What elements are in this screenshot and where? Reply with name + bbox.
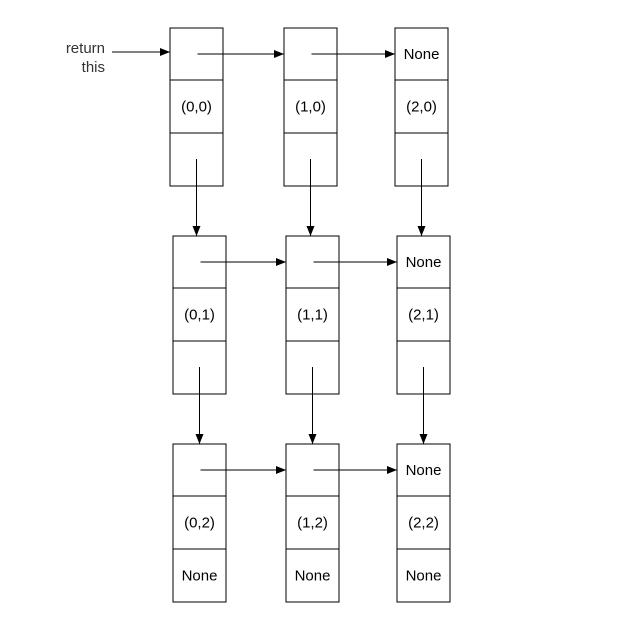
pointer-arrows (192, 50, 428, 474)
grid-node-2-2: None (2,2) None (396, 443, 451, 603)
coord-field-label: (0,0) (181, 99, 212, 116)
down-field-label: None (295, 568, 331, 585)
down-field-label: None (182, 568, 218, 585)
coord-field-box (394, 79, 449, 134)
coord-field-label: (0,2) (184, 515, 215, 532)
coord-field-label: (2,1) (408, 307, 439, 324)
grid-node-0-1: (0,1) (172, 235, 227, 395)
coord-field-box (396, 287, 451, 342)
coord-field-label: (2,0) (406, 99, 437, 116)
down-field-box (285, 548, 340, 603)
grid-node-2-0: None (2,0) (394, 27, 449, 187)
down-field-box (172, 548, 227, 603)
coord-field-label: (1,2) (297, 515, 328, 532)
grid-node-1-2: (1,2) None (285, 443, 340, 603)
grid-node-0-2: (0,2) None (172, 443, 227, 603)
down-field-box (396, 548, 451, 603)
coord-field-box (285, 495, 340, 550)
coord-field-box (169, 79, 224, 134)
next-field-label: None (404, 46, 440, 63)
coord-field-box (172, 495, 227, 550)
coord-field-label: (2,2) (408, 515, 439, 532)
coord-field-box (172, 287, 227, 342)
down-field-label: None (406, 568, 442, 585)
next-field-box (396, 235, 451, 289)
coord-field-box (285, 287, 340, 342)
return-label-line-1: return (66, 40, 105, 57)
return-this-label: return this (66, 40, 105, 76)
grid-node-2-1: None (2,1) (396, 235, 451, 395)
return-label-line-2: this (82, 59, 105, 76)
coord-field-box (396, 495, 451, 550)
coord-field-label: (0,1) (184, 307, 215, 324)
coord-field-label: (1,1) (297, 307, 328, 324)
grid-nodes: (0,0) (1,0) None (2,0) (0,1) (1,1) None (2,1) (0… (169, 27, 451, 603)
coord-field-label: (1,0) (295, 99, 326, 116)
coord-field-box (283, 79, 338, 134)
next-field-label: None (406, 254, 442, 271)
next-field-label: None (406, 462, 442, 479)
